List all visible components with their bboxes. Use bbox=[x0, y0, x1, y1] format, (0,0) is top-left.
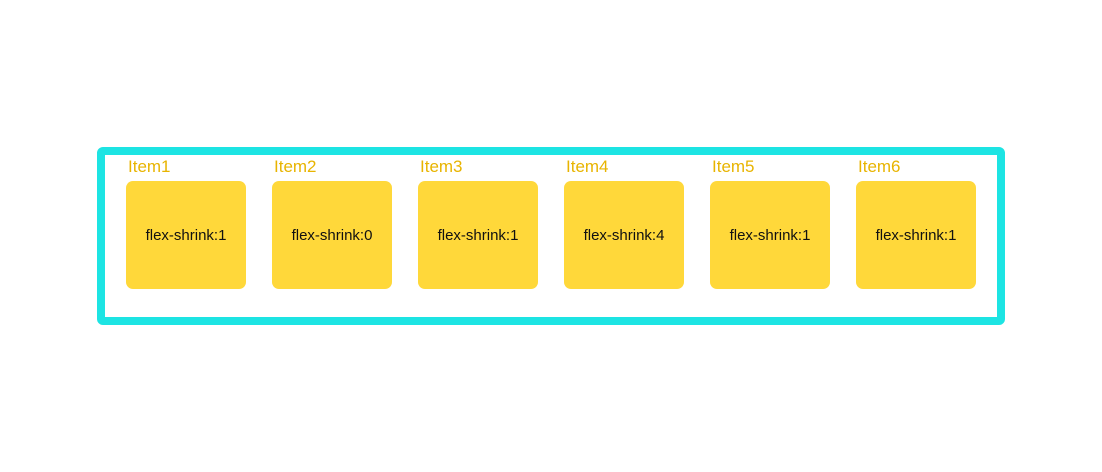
flex-item-4: Item4 flex-shrink:4 bbox=[564, 155, 684, 297]
item-title: Item5 bbox=[712, 157, 755, 176]
flex-item-1: Item1 flex-shrink:1 bbox=[126, 155, 246, 297]
item-label: flex-shrink:1 bbox=[729, 226, 811, 244]
flex-container: Item1 flex-shrink:1 Item2 flex-shrink:0 … bbox=[97, 147, 1005, 325]
item-title: Item6 bbox=[858, 157, 901, 176]
item-box: flex-shrink:1 bbox=[418, 181, 538, 289]
item-box: flex-shrink:1 bbox=[856, 181, 976, 289]
item-label: flex-shrink:1 bbox=[875, 226, 957, 244]
flex-item-5: Item5 flex-shrink:1 bbox=[710, 155, 830, 297]
item-title: Item1 bbox=[128, 157, 171, 176]
item-label: flex-shrink:4 bbox=[583, 226, 665, 244]
item-label: flex-shrink:1 bbox=[145, 226, 227, 244]
item-box: flex-shrink:0 bbox=[272, 181, 392, 289]
flex-item-2: Item2 flex-shrink:0 bbox=[272, 155, 392, 297]
item-label: flex-shrink:1 bbox=[437, 226, 519, 244]
item-title: Item4 bbox=[566, 157, 609, 176]
item-label: flex-shrink:0 bbox=[291, 226, 373, 244]
item-box: flex-shrink:4 bbox=[564, 181, 684, 289]
item-box: flex-shrink:1 bbox=[126, 181, 246, 289]
item-title: Item3 bbox=[420, 157, 463, 176]
item-title: Item2 bbox=[274, 157, 317, 176]
flex-item-3: Item3 flex-shrink:1 bbox=[418, 155, 538, 297]
flex-item-6: Item6 flex-shrink:1 bbox=[856, 155, 976, 297]
item-box: flex-shrink:1 bbox=[710, 181, 830, 289]
